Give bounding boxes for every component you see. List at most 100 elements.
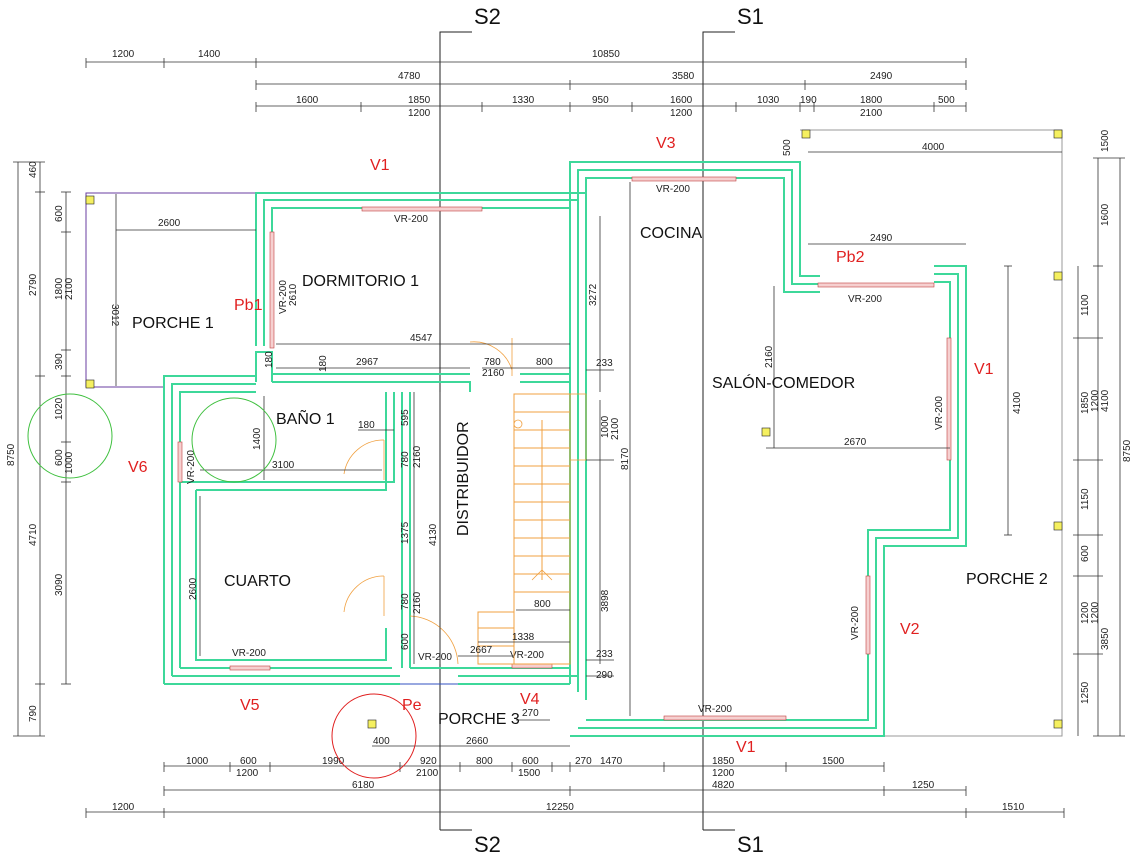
window-label-6: VR-200 [186,450,197,484]
room-cocina: COCINA [640,225,703,242]
dim-right-k: 1200 [1090,601,1101,624]
section-s1-top: S1 [737,4,764,29]
room-dormitorio-1: DORMITORIO 1 [302,273,419,290]
dim-int-2600b: 2600 [188,577,199,600]
dim-int-2160: 2160 [482,368,505,379]
right-dimensions: 1500 1600 1100 1850 1200 4100 8750 1150 … [1073,129,1133,737]
dim-left-d: 4710 [28,523,39,546]
dim-bot3-b: 12250 [546,802,574,813]
label-v1-right: V1 [974,361,994,378]
dim-int-1375: 1375 [400,521,411,544]
room-porche-2: PORCHE 2 [966,571,1048,588]
label-v3: V3 [656,135,676,152]
porch-outlines [85,129,1063,737]
dim-bot1-a: 1000 [186,756,209,767]
dim-left-e: 790 [28,705,39,722]
label-pb1: Pb1 [234,297,263,314]
top-dimensions: 1200 1400 10850 4780 3580 2490 1600 1850… [85,49,967,119]
dim-right-l: 3850 [1100,627,1111,650]
dim-top1-a: 1200 [112,49,135,60]
dim-right-a: 1500 [1100,129,1111,152]
dim-right-j: 1200 [1080,601,1091,624]
dim-right-d: 1850 [1080,391,1091,414]
dim-int-4100: 4100 [1012,391,1023,414]
room-porche-3: PORCHE 3 [438,711,520,728]
dim-bot1b-b: 2100 [416,768,439,779]
label-v2: V2 [900,621,920,638]
section-s2-top: S2 [474,4,501,29]
dim-int-2967: 2967 [356,357,379,368]
dim-left-h: 2100 [64,277,75,300]
dim-int-4130: 4130 [428,523,439,546]
window-label-5: VR-200 [934,396,945,430]
room-porche-1: PORCHE 1 [132,315,214,332]
bottom-dimensions: 1000 600 1990 920 800 600 270 1470 1850 … [85,756,1065,818]
dim-int-2600: 2600 [158,218,181,229]
label-v6: V6 [128,459,148,476]
dim-int-8170: 8170 [620,447,631,470]
window-label-11: VR-200 [418,652,452,663]
dim-bot1-e: 800 [476,756,493,767]
dim-top3-i: 500 [938,95,955,106]
dim-int-3272: 3272 [588,283,599,306]
section-s2-bottom: S2 [474,832,501,857]
dim-right-g: 8750 [1122,439,1133,462]
section-lines: S2 S1 S2 S1 [439,4,764,857]
dim-bot2-a: 6180 [352,780,375,791]
section-s1-bottom: S1 [737,832,764,857]
room-labels: PORCHE 1 DORMITORIO 1 COCINA SALÓN-COMED… [132,225,1048,728]
dim-int-780: 780 [484,357,501,368]
label-v1-top: V1 [370,157,390,174]
column-markers [85,129,1063,729]
window-label-7: VR-200 [850,606,861,640]
opening-labels: V1 V3 Pb1 Pb2 V1 V6 V2 V5 Pe V4 V1 [128,135,994,756]
dim-int-780c: 780 [400,593,411,610]
interior-dimensions: 2600 3012 2610 4547 180 180 2967 780 216… [109,139,1062,747]
dim-left-m: 3090 [54,573,65,596]
dim-int-270: 270 [522,708,539,719]
dim-int-2100: 2100 [610,417,621,440]
dim-bot3-a: 1200 [112,802,135,813]
dim-top3b-b: 1200 [670,108,693,119]
dim-bot1-d: 920 [420,756,437,767]
label-v1-bottom: V1 [736,739,756,756]
dim-top3b-a: 1200 [408,108,431,119]
dim-int-233b: 233 [596,649,613,660]
dim-right-m: 1250 [1080,681,1091,704]
window-label-4: VR-200 [848,294,882,305]
dim-left-g: 1800 [54,277,65,300]
dim-int-4000: 4000 [922,142,945,153]
windows: VR-200 VR-200 VR-200 VR-200 VR-200 VR-20… [177,176,952,721]
room-cuarto: CUARTO [224,573,291,590]
window-label-1: VR-200 [394,214,428,225]
highlight-circles [27,393,417,779]
dim-int-4547: 4547 [410,333,433,344]
dim-left-c: 8750 [6,443,17,466]
label-v5: V5 [240,697,260,714]
dim-left-i: 390 [54,353,65,370]
dim-int-1338: 1338 [512,632,535,643]
dim-bot1-c: 1990 [322,756,345,767]
dim-top1-b: 1400 [198,49,221,60]
dim-top3-g: 190 [800,95,817,106]
dim-int-1400: 1400 [252,427,263,450]
window-label-10: VR-200 [510,650,544,661]
dim-int-3898: 3898 [600,589,611,612]
dim-int-2610: 2610 [288,283,299,306]
dim-bot3-c: 1510 [1002,802,1025,813]
dim-bot1b-c: 1500 [518,768,541,779]
label-pb2: Pb2 [836,249,865,266]
label-pe: Pe [402,697,422,714]
dim-int-3012: 3012 [109,304,120,327]
dim-left-j: 1020 [54,397,65,420]
dim-left-l: 1000 [64,451,75,474]
window-label-2: VR-200 [656,184,690,195]
dim-top3-d: 950 [592,95,609,106]
dim-int-2667: 2667 [470,645,493,656]
dim-right-e: 1200 [1090,389,1101,412]
dim-bot1-j: 1500 [822,756,845,767]
dim-top3-c: 1330 [512,95,535,106]
dim-left-k: 600 [54,449,65,466]
dim-bot1-i: 1850 [712,756,735,767]
